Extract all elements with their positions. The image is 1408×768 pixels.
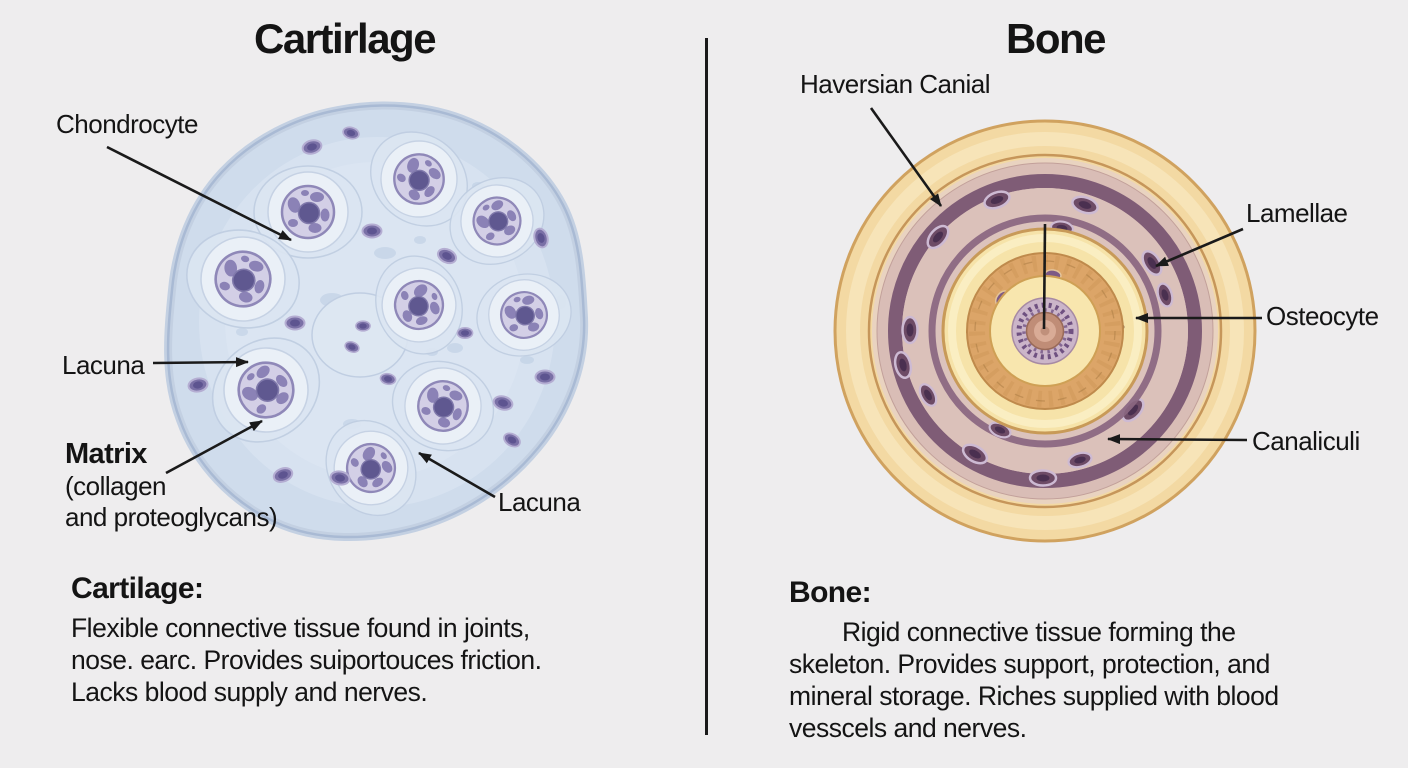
matrix-label: Matrix (collagen and proteoglycans) <box>65 438 278 533</box>
bone-description-line: mineral storage. Riches supplied with bl… <box>789 681 1279 711</box>
bone-center-line <box>1042 223 1047 330</box>
lacuna-lower-label: Lacuna <box>498 487 581 517</box>
cartilage-description-line: Lacks blood supply and nerves. <box>71 677 428 707</box>
bone-illustration <box>833 119 1257 543</box>
matrix-label-detail-1: (collagen <box>65 471 167 501</box>
dark-lamella-band-inner <box>928 214 1162 448</box>
annotation-arrows <box>106 107 1262 499</box>
lacuna-upper-label: Lacuna <box>62 350 145 380</box>
bone-title: Bone <box>1006 15 1107 62</box>
lacuna-lower-arrow <box>418 451 496 499</box>
lamellae-label: Lamellae <box>1246 198 1348 228</box>
bone-description-line: Rigid connective tissue forming the <box>842 617 1236 647</box>
cartilage-description: Cartilage: Flexible connective tissue fo… <box>71 572 542 708</box>
bone-description-line: vesscels and nerves. <box>789 713 1027 743</box>
chondrocyte-label: Chondrocyte <box>56 109 198 139</box>
lamellae-arrow <box>1155 227 1244 268</box>
bone-description-heading: Bone: <box>789 576 872 609</box>
bone-description-line: skeleton. Provides support, protection, … <box>789 649 1270 679</box>
osteocyte-label: Osteocyte <box>1266 301 1379 331</box>
cartilage-illustration <box>164 101 589 542</box>
cartilage-description-line: Flexible connective tissue found in join… <box>71 613 530 643</box>
cartilage-description-heading: Cartilage: <box>71 572 204 605</box>
canaliculi-arrow <box>1107 434 1248 445</box>
chondrocyte-arrow <box>106 145 292 242</box>
lacuna-upper-arrow <box>152 357 249 368</box>
cartilage-description-line: nose. earc. Provides suiportouces fricti… <box>71 645 542 675</box>
matrix-arrow <box>165 419 263 475</box>
bone-description: Bone: Rigid connective tissue forming th… <box>789 576 1279 744</box>
cartilage-title: Cartirlage <box>254 15 437 62</box>
panel-divider <box>705 38 708 735</box>
matrix-label-detail-2: and proteoglycans) <box>65 502 278 532</box>
haversian-arrow <box>869 107 943 207</box>
haversian-canal-label: Haversian Canial <box>800 69 990 99</box>
canaliculi-label: Canaliculi <box>1252 426 1360 456</box>
matrix-label-title: Matrix <box>65 438 147 470</box>
